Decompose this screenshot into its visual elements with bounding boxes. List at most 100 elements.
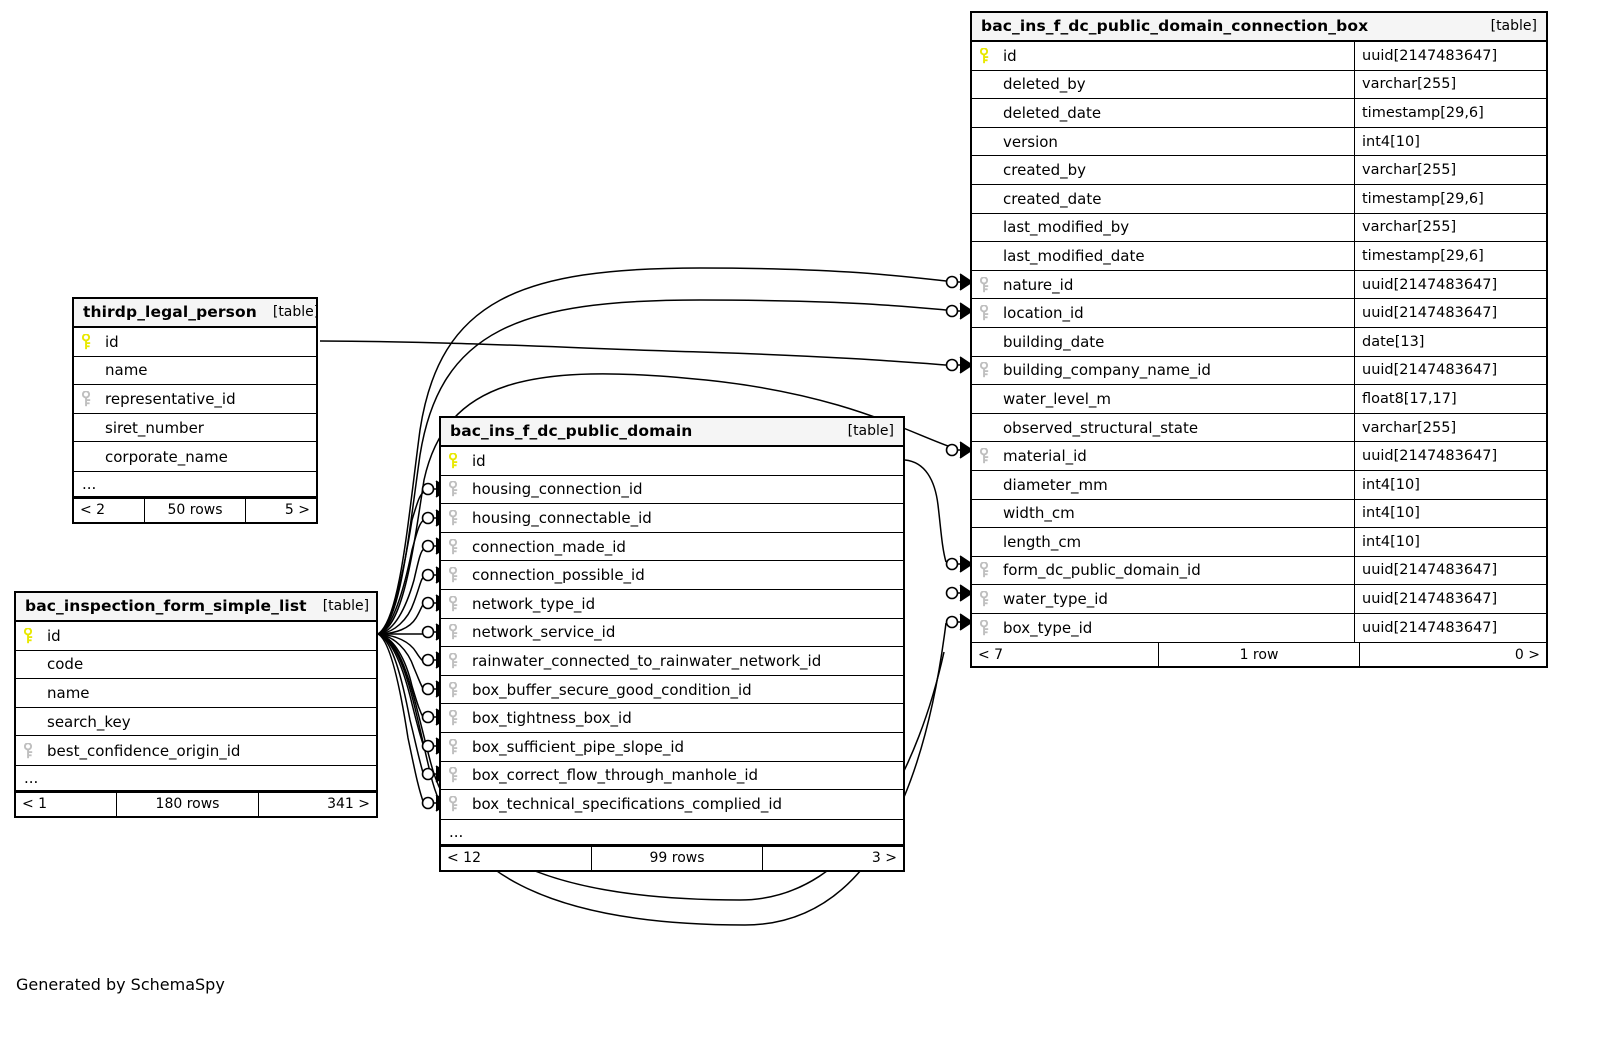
- table-bac-inspection-form-simple-list[interactable]: bac_inspection_form_simple_list [table] …: [14, 591, 378, 818]
- column-name: id: [472, 451, 486, 470]
- table-row[interactable]: best_confidence_origin_id: [16, 736, 376, 765]
- table-row[interactable]: box_buffer_secure_good_condition_id: [441, 676, 903, 705]
- column-cell: last_modified_by: [972, 214, 1354, 242]
- column-cell: created_date: [972, 185, 1354, 213]
- more-columns-indicator: ...: [74, 470, 316, 498]
- footer-prev-count[interactable]: < 7: [978, 646, 1004, 663]
- table-row[interactable]: connection_made_id: [441, 533, 903, 562]
- column-name: search_key: [47, 712, 131, 731]
- column-type: int4[10]: [1354, 528, 1546, 556]
- table-row[interactable]: network_service_id: [441, 619, 903, 648]
- column-name: siret_number: [105, 418, 204, 437]
- foreign-key-icon: [449, 796, 472, 812]
- column-name: name: [105, 361, 148, 380]
- foreign-key-icon: [449, 652, 472, 669]
- column-name: form_dc_public_domain_id: [1003, 561, 1201, 580]
- table-row[interactable]: name: [74, 357, 316, 386]
- column-cell: id: [16, 622, 376, 650]
- table-row[interactable]: network_type_id: [441, 590, 903, 619]
- footer-next-count[interactable]: 341 >: [327, 796, 370, 813]
- column-cell: box_sufficient_pipe_slope_id: [441, 733, 903, 761]
- footer-next-count[interactable]: 5 >: [284, 502, 310, 519]
- footer-next-count[interactable]: 0 >: [1514, 646, 1540, 663]
- column-cell: material_id: [972, 442, 1354, 470]
- table-row[interactable]: housing_connection_id: [441, 476, 903, 505]
- column-name: width_cm: [1003, 504, 1075, 523]
- table-row[interactable]: siret_number: [74, 414, 316, 443]
- column-cell: version: [972, 128, 1354, 156]
- diagram-caption: Generated by SchemaSpy: [16, 975, 225, 994]
- table-row[interactable]: code: [16, 651, 376, 680]
- table-row[interactable]: name: [16, 679, 376, 708]
- table-row[interactable]: search_key: [16, 708, 376, 737]
- footer-prev-count[interactable]: < 1: [22, 796, 48, 813]
- table-footer: < 1 180 rows 341 >: [16, 791, 376, 816]
- column-type: uuid[2147483647]: [1354, 556, 1546, 585]
- column-type: varchar[255]: [1354, 70, 1546, 99]
- column-name: connection_made_id: [472, 537, 626, 556]
- foreign-key-icon: [980, 276, 1003, 293]
- table-row[interactable]: corporate_name: [74, 442, 316, 471]
- table-type-tag: [table]: [1490, 18, 1537, 34]
- table-row[interactable]: box_sufficient_pipe_slope_id: [441, 733, 903, 762]
- table-bac-ins-f-dc-public-domain-connection-box[interactable]: bac_ins_f_dc_public_domain_connection_bo…: [970, 11, 1548, 669]
- column-cell: nature_id: [972, 271, 1354, 299]
- column-cell: id: [972, 42, 1354, 70]
- column-name: name: [47, 683, 90, 702]
- table-row[interactable]: rainwater_connected_to_rainwater_network…: [441, 647, 903, 676]
- column-name: water_type_id: [1003, 590, 1108, 609]
- column-cell: location_id: [972, 299, 1354, 327]
- table-row[interactable]: form_dc_public_domain_id uuid[2147483647]: [972, 556, 1546, 586]
- table-row[interactable]: last_modified_by varchar[255]: [972, 213, 1546, 243]
- primary-key-icon: [24, 627, 47, 644]
- table-row[interactable]: box_correct_flow_through_manhole_id: [441, 762, 903, 791]
- primary-key-icon: [82, 333, 105, 350]
- footer-prev-count[interactable]: < 12: [447, 850, 481, 867]
- table-title: bac_ins_f_dc_public_domain_connection_bo…: [981, 17, 1369, 35]
- column-type: varchar[255]: [1354, 213, 1546, 242]
- column-cell: form_dc_public_domain_id: [972, 557, 1354, 585]
- foreign-key-icon: [449, 567, 472, 583]
- table-row[interactable]: id: [74, 328, 316, 357]
- table-row[interactable]: id: [441, 447, 903, 476]
- table-row[interactable]: box_tightness_box_id: [441, 704, 903, 733]
- table-row[interactable]: box_technical_specifications_complied_id: [441, 790, 903, 819]
- column-name: box_tightness_box_id: [472, 709, 632, 728]
- footer-prev-count[interactable]: < 2: [80, 502, 106, 519]
- column-cell: network_service_id: [441, 619, 903, 647]
- column-name: network_type_id: [472, 594, 596, 613]
- table-row[interactable]: housing_connectable_id: [441, 504, 903, 533]
- column-name: building_company_name_id: [1003, 361, 1211, 380]
- table-row[interactable]: id: [16, 622, 376, 651]
- column-cell: connection_possible_id: [441, 561, 903, 589]
- footer-next-count[interactable]: 3 >: [871, 850, 897, 867]
- table-row[interactable]: connection_possible_id: [441, 561, 903, 590]
- column-name: last_modified_by: [1003, 218, 1130, 237]
- column-name: version: [1003, 132, 1058, 151]
- table-row[interactable]: representative_id: [74, 385, 316, 414]
- column-name: last_modified_date: [1003, 246, 1145, 265]
